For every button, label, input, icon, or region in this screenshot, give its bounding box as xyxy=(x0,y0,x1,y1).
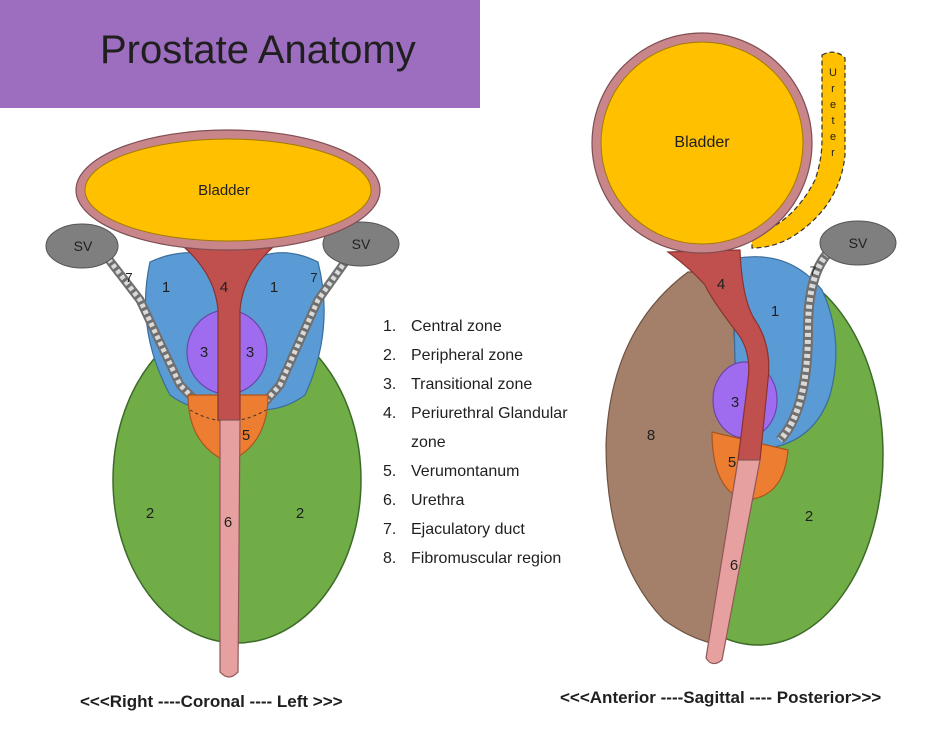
legend-label: Central zone xyxy=(411,318,502,335)
legend-item: 5.Verumontanum xyxy=(383,457,598,486)
legend-label: Periurethral Glandular zone xyxy=(411,405,568,451)
sagittal-label-ureter-t: t xyxy=(831,115,834,127)
coronal-view: Bladder SV SV 1 1 7 7 4 3 3 5 6 2 2 xyxy=(45,129,400,678)
sagittal-label-ureter-r2: r xyxy=(831,147,835,159)
legend-item: 8.Fibromuscular region xyxy=(383,544,598,573)
sagittal-label-zone1: 1 xyxy=(771,303,779,320)
sagittal-label-zone4: 4 xyxy=(717,276,725,293)
sagittal-seminal-vesicle xyxy=(819,220,897,266)
coronal-label-zone3-right: 3 xyxy=(246,344,254,361)
coronal-label-sv-left: SV xyxy=(74,238,93,254)
sagittal-label-ureter-u: U xyxy=(829,67,837,79)
coronal-label-zone3-left: 3 xyxy=(200,344,208,361)
sagittal-label-sv: SV xyxy=(849,235,868,251)
legend-item: 4.Periurethral Glandular zone xyxy=(383,399,598,457)
coronal-seminal-vesicle-right xyxy=(45,223,119,269)
sagittal-ureter xyxy=(751,51,846,249)
coronal-label-zone5: 5 xyxy=(242,427,250,444)
legend-item: 2.Peripheral zone xyxy=(383,341,598,370)
sagittal-label-zone2: 2 xyxy=(805,508,813,525)
sagittal-label-ureter-r: r xyxy=(831,83,835,95)
legend-item: 3.Transitional zone xyxy=(383,370,598,399)
coronal-label-zone2-left: 2 xyxy=(146,505,154,522)
title-banner: Prostate Anatomy xyxy=(0,0,480,108)
legend-label: Ejaculatory duct xyxy=(411,521,525,538)
sagittal-caption: <<<Anterior ----Sagittal ---- Posterior>… xyxy=(560,688,882,707)
coronal-label-zone1-right: 1 xyxy=(270,279,278,296)
coronal-seminal-vesicle-left xyxy=(322,221,400,267)
sagittal-periurethral-zone xyxy=(666,249,770,461)
coronal-label-zone1-left: 1 xyxy=(162,279,170,296)
legend-label: Verumontanum xyxy=(411,463,520,480)
coronal-bladder xyxy=(84,138,372,242)
legend-item: 1.Central zone xyxy=(383,312,598,341)
sagittal-label-zone5: 5 xyxy=(728,454,736,471)
legend-label: Fibromuscular region xyxy=(411,550,562,567)
coronal-urethra xyxy=(219,419,241,678)
legend-item: 6.Urethra xyxy=(383,486,598,515)
sagittal-label-ureter-e1: e xyxy=(830,99,836,111)
coronal-label-bladder: Bladder xyxy=(198,182,250,199)
sagittal-label-zone6: 6 xyxy=(730,557,738,574)
coronal-label-zone6: 6 xyxy=(224,514,232,531)
sagittal-label-bladder: Bladder xyxy=(674,134,730,151)
sagittal-view: Bladder U r e t e r SV 7 4 1 3 8 5 2 6 xyxy=(591,32,897,665)
zone-legend: 1.Central zone 2.Peripheral zone 3.Trans… xyxy=(383,312,598,573)
legend-item: 7.Ejaculatory duct xyxy=(383,515,598,544)
sagittal-label-zone3: 3 xyxy=(731,394,739,411)
sagittal-urethra xyxy=(705,459,761,665)
coronal-label-zone7-left: 7 xyxy=(125,270,132,285)
coronal-caption: <<<Right ----Coronal ---- Left >>> xyxy=(80,692,343,711)
sagittal-label-zone7: 7 xyxy=(810,264,817,278)
sagittal-bladder xyxy=(600,41,804,245)
legend-label: Peripheral zone xyxy=(411,347,524,364)
coronal-label-zone4: 4 xyxy=(220,279,228,296)
coronal-label-zone7-right: 7 xyxy=(310,270,317,285)
coronal-label-zone2-right: 2 xyxy=(296,505,304,522)
sagittal-label-ureter-e2: e xyxy=(830,131,836,143)
coronal-label-sv-right: SV xyxy=(352,236,371,252)
legend-label: Urethra xyxy=(411,492,465,509)
legend-label: Transitional zone xyxy=(411,376,533,393)
page-title: Prostate Anatomy xyxy=(100,28,416,72)
sagittal-label-zone8: 8 xyxy=(647,427,655,444)
